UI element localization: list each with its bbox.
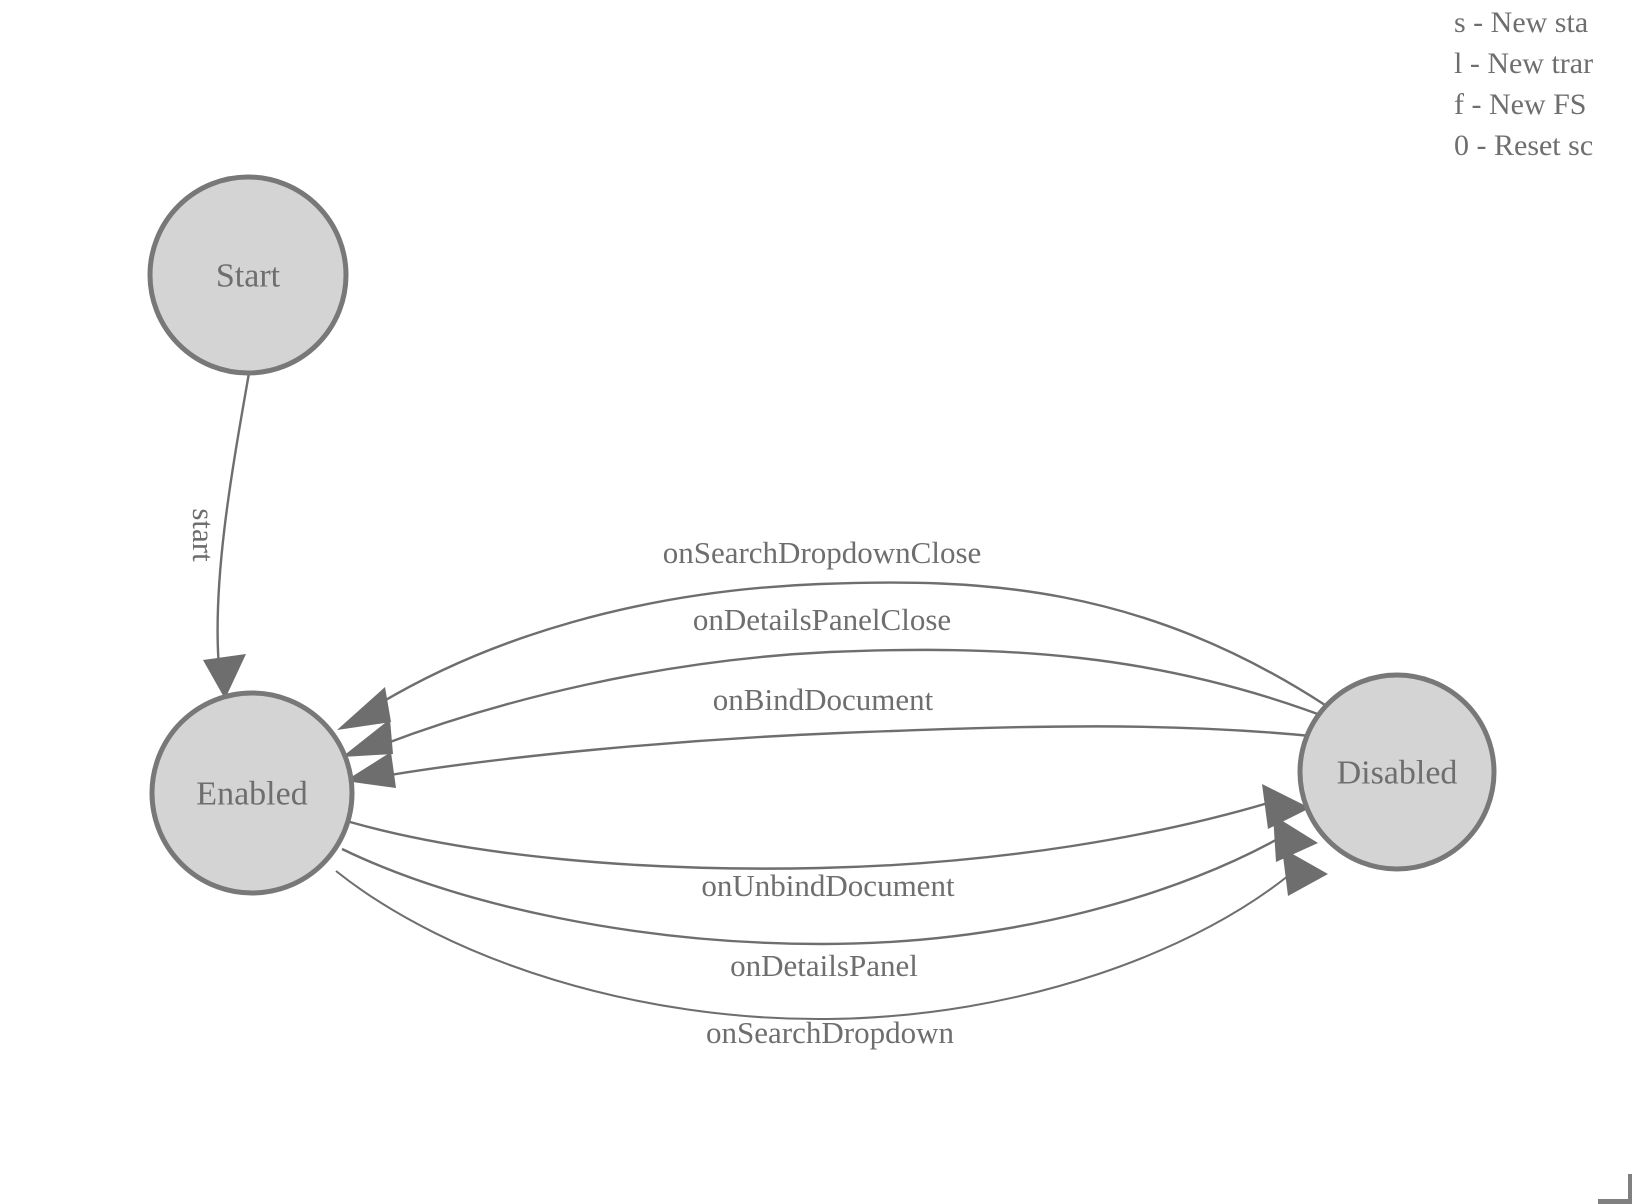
- transition-path-onUnbindDocument[interactable]: [349, 798, 1279, 870]
- transition-label-onDetailsPanel: onDetailsPanel: [730, 948, 918, 983]
- state-circle-enabled[interactable]: [149, 690, 355, 896]
- help-line-reset-scale: 0 - Reset sc: [1454, 129, 1594, 162]
- resize-handle-vertical-edge: [1628, 1174, 1632, 1204]
- state-circle-start[interactable]: [147, 174, 349, 376]
- state-node-start[interactable]: Start: [147, 174, 349, 376]
- transition-label-onSearchDropdown: onSearchDropdown: [706, 1015, 954, 1050]
- state-node-disabled[interactable]: Disabled: [1297, 672, 1497, 872]
- resize-handle-horizontal-edge: [1598, 1199, 1632, 1204]
- transition-enabled-to-disabled-search-dropdown[interactable]: [335, 848, 1328, 1021]
- transition-path-onBindDocument[interactable]: [389, 725, 1349, 777]
- transition-label-onBindDocument: onBindDocument: [713, 682, 934, 717]
- transition-label-onUnbindDocument: onUnbindDocument: [701, 868, 955, 903]
- transition-label-onDetailsPanelClose: onDetailsPanelClose: [693, 602, 951, 637]
- transition-disabled-to-enabled-bind-document[interactable]: [345, 725, 1349, 788]
- transition-path-start[interactable]: [216, 372, 251, 669]
- transition-path-onDetailsPanel[interactable]: [341, 830, 1291, 946]
- arrow-head-start-to-enabled: [203, 654, 246, 699]
- transition-path-onDetailsPanelClose[interactable]: [381, 648, 1340, 747]
- state-circle-disabled[interactable]: [1297, 672, 1497, 872]
- transition-label-start: start: [186, 508, 221, 562]
- arrow-head-onSearchDropdown: [1282, 848, 1328, 896]
- arrow-head-onSearchDropdownClose: [337, 687, 391, 730]
- help-line-new-fsm: f - New FS: [1454, 88, 1587, 121]
- help-legend: s - New sta l - New trar f - New FS 0 - …: [1427, 0, 1632, 166]
- help-line-new-transition: l - New trar: [1454, 47, 1594, 80]
- state-label-disabled: Disabled: [1337, 755, 1458, 792]
- state-node-enabled[interactable]: Enabled: [149, 690, 355, 896]
- state-label-start: Start: [216, 258, 281, 295]
- transition-start-to-enabled[interactable]: [203, 372, 251, 699]
- transition-enabled-to-disabled-unbind-document[interactable]: [349, 784, 1310, 870]
- transition-path-onSearchDropdown[interactable]: [335, 865, 1301, 1021]
- transition-path-onSearchDropdownClose[interactable]: [373, 581, 1326, 709]
- resize-handle[interactable]: [1598, 1174, 1632, 1204]
- transition-disabled-to-enabled-details-close[interactable]: [342, 648, 1340, 757]
- arrow-head-onBindDocument: [345, 752, 396, 788]
- transition-label-onSearchDropdownClose: onSearchDropdownClose: [663, 535, 982, 570]
- help-line-new-state: s - New sta: [1454, 6, 1589, 39]
- transition-disabled-to-enabled-search-close[interactable]: [337, 581, 1326, 730]
- arrow-head-onDetailsPanelClose: [342, 719, 393, 757]
- state-label-enabled: Enabled: [196, 776, 307, 813]
